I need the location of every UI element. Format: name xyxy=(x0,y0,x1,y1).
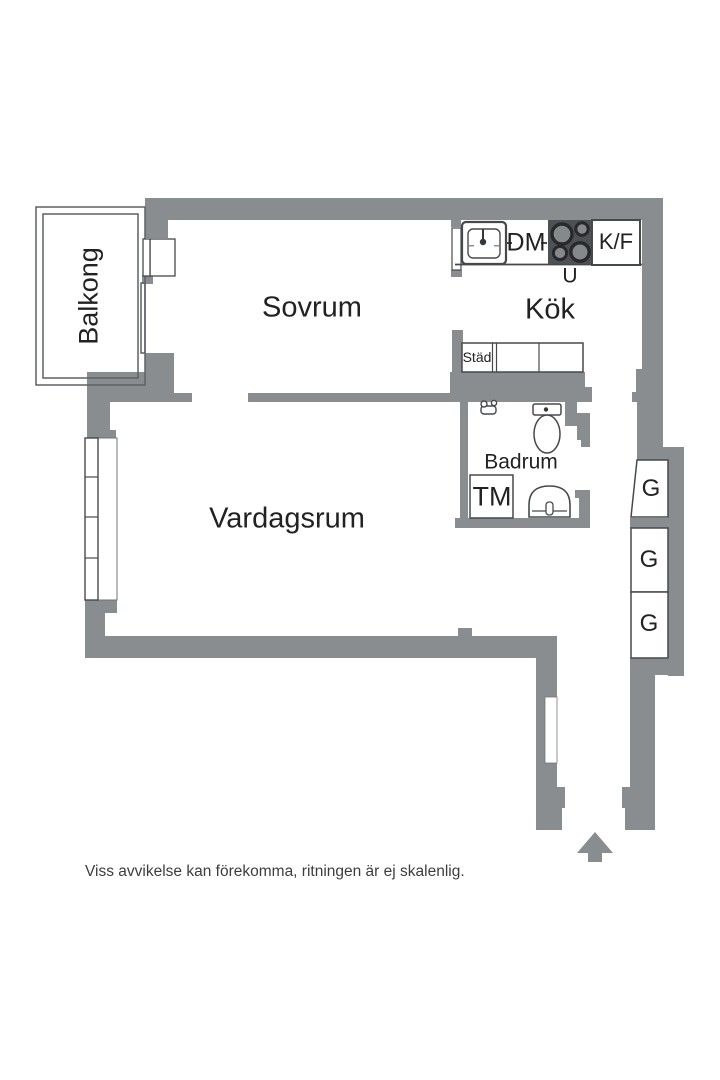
wall-bathroom-left xyxy=(460,402,468,528)
balcony-inner-rail xyxy=(42,213,139,379)
wall-hall-right xyxy=(637,402,663,447)
sink-dash xyxy=(469,245,474,247)
window-icon xyxy=(84,437,118,601)
washing-machine-box xyxy=(469,474,514,519)
appliance-label-fridge-freezer: K/F xyxy=(598,229,634,254)
wall-balcony-door-stub xyxy=(142,275,153,284)
wall-partition-bottom-cap xyxy=(451,270,462,277)
balcony-door-icon xyxy=(142,238,176,277)
wall-toilet-nook-c xyxy=(577,426,590,440)
stove-icon xyxy=(548,220,592,264)
burner xyxy=(550,222,574,246)
wardrobe-box-3 xyxy=(630,591,669,659)
appliance-label-dishwasher: DM xyxy=(506,228,546,257)
balcony-outline xyxy=(35,206,146,386)
sink-faucet xyxy=(479,238,487,246)
walls xyxy=(85,198,684,830)
basin-drain xyxy=(545,501,554,516)
entrance-arrow-icon xyxy=(577,832,613,862)
wardrobe-label-2: G xyxy=(639,546,659,573)
wall-bathroom-bottom xyxy=(455,518,590,528)
wall-left-band xyxy=(87,372,174,402)
wall-right-step-a xyxy=(636,369,663,392)
entry-jamb-left-b xyxy=(557,808,562,830)
toilet-bowl xyxy=(533,414,561,454)
wall-bathroom-top-foot xyxy=(585,387,592,402)
sink-icon xyxy=(460,220,508,266)
wall-partition-top-cap xyxy=(451,218,461,227)
dm-dash-right xyxy=(541,242,547,244)
appliance-label-washing-machine: TM xyxy=(472,481,512,512)
wall-wardrobe-separator xyxy=(630,518,668,528)
dm-dash-left xyxy=(505,242,512,244)
fridge-freezer-box xyxy=(591,219,641,266)
door-swing-box xyxy=(149,238,176,277)
wall-bedroom-kitchen xyxy=(452,330,463,402)
toilet-icon xyxy=(532,403,562,454)
room-label-kitchen: Kök xyxy=(525,293,575,326)
faucet-knob xyxy=(490,399,498,407)
door-leaf xyxy=(142,238,151,277)
room-label-living-room: Vardagsrum xyxy=(209,502,365,535)
faucet-knob xyxy=(480,400,488,408)
appliance-label-oven: U xyxy=(562,264,578,288)
balcony-edge-line xyxy=(140,282,146,354)
entry-jamb-right-b xyxy=(625,808,630,830)
entry-jamb-left-a xyxy=(557,787,565,808)
wardrobe-box-1 xyxy=(630,459,669,518)
wall-bottom-right-connector xyxy=(630,658,684,675)
wall-niche xyxy=(544,696,558,764)
wall-left-foot xyxy=(174,393,192,402)
wall-top xyxy=(145,198,663,220)
washbasin-icon xyxy=(528,485,571,518)
wardrobe-label-1: G xyxy=(641,475,661,502)
wall-balcony-corner xyxy=(145,353,174,373)
room-label-balcony: Balkong xyxy=(73,247,104,345)
entry-jamb-right-a xyxy=(622,787,630,808)
burner xyxy=(574,221,590,237)
window-frame xyxy=(84,437,99,601)
room-label-bedroom: Sovrum xyxy=(262,291,362,324)
wall-right-step-b xyxy=(632,392,663,402)
sink-dash xyxy=(494,245,499,247)
wall-left-foot-b xyxy=(110,430,116,438)
wall-outer-right xyxy=(668,460,684,676)
wardrobe-label-3: G xyxy=(639,610,659,637)
wall-right-widening xyxy=(637,447,684,460)
wall-bottom xyxy=(85,636,557,658)
wall-bathroom-top xyxy=(450,372,585,402)
wall-toilet-nook-b xyxy=(565,413,590,426)
wall-left-below-corner xyxy=(87,402,110,440)
toilet-button xyxy=(543,407,549,412)
window-sill xyxy=(97,437,118,601)
counter-run xyxy=(461,342,584,373)
label-cleaning-closet: Städ xyxy=(462,349,492,365)
wall-bottom-bump xyxy=(458,628,472,637)
room-label-bathroom: Badrum xyxy=(484,450,558,474)
faucet-body xyxy=(480,405,497,415)
wall-bottom-left xyxy=(85,598,105,638)
wall-balcony-right-upper xyxy=(145,218,168,238)
wardrobe-box-2 xyxy=(630,527,669,593)
wall-kitchen-right xyxy=(642,218,663,370)
wall-bottom-left-inner xyxy=(105,598,117,613)
faucet-icon xyxy=(480,399,498,415)
wall-toilet-nook-foot xyxy=(581,440,590,447)
wall-entry-right xyxy=(630,675,655,830)
burner xyxy=(551,244,569,262)
burner xyxy=(569,241,591,263)
wall-bedroom-bottom xyxy=(248,393,463,402)
wall-basin-nook-b xyxy=(579,490,590,520)
kitchen-lower-counter xyxy=(461,342,584,373)
disclaimer-text: Viss avvikelse kan förekomma, ritningen … xyxy=(85,863,465,880)
